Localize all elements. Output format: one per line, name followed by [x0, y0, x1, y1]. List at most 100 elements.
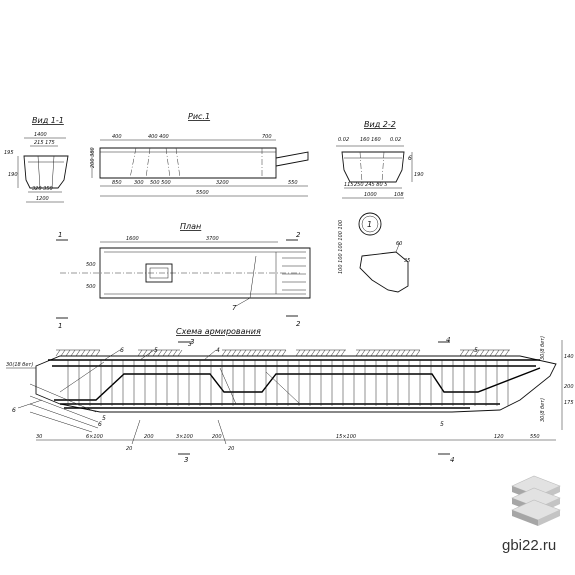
top-hatch — [55, 349, 510, 357]
rebar-dim-0: 30 — [36, 434, 42, 440]
hatch-stroke — [295, 349, 301, 357]
view-1-1-dim-top: 1400 — [34, 132, 47, 138]
detail-1-dim-top: 60 — [396, 241, 402, 247]
hatch-stroke — [276, 349, 282, 357]
hatch-stroke — [335, 349, 341, 357]
hatch-stroke — [315, 349, 321, 357]
rebar-mark-5-bottom-c: 5 — [440, 421, 444, 428]
hatch-stroke — [305, 349, 311, 357]
plan-cut-1-top: 1 — [58, 231, 62, 239]
view-1-1-title: Вид 1-1 — [32, 116, 64, 125]
hatch-stroke — [266, 349, 272, 357]
hatch-stroke — [236, 349, 242, 357]
view-2-2: Вид 2-2 0.02 160 160 0.02 6 190 115 250 … — [336, 120, 424, 199]
hatch-stroke — [499, 349, 505, 357]
plan-view: План 1600 3700 7 500 500 100 100 100 100… — [56, 220, 344, 330]
view-2-2-title: Вид 2-2 — [364, 120, 396, 129]
view-1-1-dim-left: 190 — [8, 172, 18, 178]
view-1-1-dim-sub: 215 175 — [34, 140, 55, 146]
rebar-right-h1: 140 — [564, 354, 574, 360]
hatch-stroke — [355, 349, 361, 357]
hatch-stroke — [385, 349, 391, 357]
hatch-stroke — [246, 349, 252, 357]
rebar-right-h2: 200 — [564, 384, 574, 390]
hatch-stroke — [380, 349, 386, 357]
hatch-stroke — [162, 349, 168, 357]
figure-1-dim-top-b: 400 400 — [148, 134, 169, 140]
hatch-stroke — [271, 349, 277, 357]
view-1-1-dim-bottom-inner: 320 350 — [32, 186, 53, 192]
rebar-mark-5: 5 — [154, 347, 158, 354]
hatch-stroke — [221, 349, 227, 357]
hatch-stroke — [177, 349, 183, 357]
plan-dim-top-b: 3700 — [206, 236, 219, 242]
hatch-stroke — [370, 349, 376, 357]
rebar-dim-5: 15×100 — [336, 434, 356, 440]
hatch-stroke — [172, 349, 178, 357]
hatch-stroke — [137, 349, 143, 357]
figure-1-dim-bot-e: 550 — [288, 180, 298, 186]
rebar-cut-3-bottom: 3 — [184, 456, 188, 464]
hatch-stroke — [410, 349, 416, 357]
view-2-2-dim-bot4: 108 — [394, 192, 404, 198]
hatch-stroke — [474, 349, 480, 357]
figure-1-dim-total: 5500 — [196, 190, 209, 196]
hatch-stroke — [360, 349, 366, 357]
hatch-stroke — [142, 349, 148, 357]
hatch-stroke — [325, 349, 331, 357]
rebar-right-h3: 175 — [564, 400, 574, 406]
figure-1-dim-bot-d: 3200 — [216, 180, 229, 186]
hatch-stroke — [231, 349, 237, 357]
hatch-stroke — [157, 349, 163, 357]
plan-callout: 7 — [232, 304, 237, 312]
rebar-mark-3: 3 — [188, 341, 192, 348]
hatch-stroke — [330, 349, 336, 357]
rebar-dim-mid: 20 — [228, 446, 234, 452]
hatch-stroke — [85, 349, 91, 357]
stacked-slabs-icon — [511, 475, 561, 526]
hatch-stroke — [489, 349, 495, 357]
detail-1-number: 1 — [367, 220, 372, 229]
plan-dim-right: 100 100 100 100 100 — [338, 220, 344, 274]
rebar-cut-4-bottom: 4 — [450, 456, 454, 464]
hatch-stroke — [300, 349, 306, 357]
hatch-stroke — [415, 349, 421, 357]
hatch-stroke — [70, 349, 76, 357]
hatch-stroke — [261, 349, 267, 357]
hatch-stroke — [320, 349, 326, 357]
hatch-stroke — [95, 349, 101, 357]
rebar-mark-5-right: 5 — [474, 347, 478, 354]
plan-dim-top-a: 1600 — [126, 236, 139, 242]
rebar-dim-6: 120 — [494, 434, 504, 440]
hatch-stroke — [494, 349, 500, 357]
hatch-stroke — [75, 349, 81, 357]
hatch-stroke — [390, 349, 396, 357]
hatch-stroke — [167, 349, 173, 357]
hatch-stroke — [464, 349, 470, 357]
hatch-stroke — [459, 349, 465, 357]
view-2-2-mark: 6 — [408, 155, 412, 162]
hatch-stroke — [310, 349, 316, 357]
hatch-stroke — [395, 349, 401, 357]
hatch-stroke — [405, 349, 411, 357]
plan-cut-2-top: 2 — [296, 231, 301, 239]
rebar-mark-6-left: 6 — [12, 407, 16, 414]
detail-1: 1 60 35 — [358, 212, 410, 293]
rebar-dim-2: 200 — [144, 434, 154, 440]
hatch-stroke — [340, 349, 346, 357]
stirrup-set — [67, 360, 509, 406]
plan-cut-1-bottom: 1 — [58, 322, 62, 330]
rebar-cut-3-top: 3 — [190, 338, 194, 346]
hatch-stroke — [55, 349, 61, 357]
watermark: gbi22.ru — [502, 537, 556, 554]
rebar-right-note: 30(8 бет) — [540, 336, 546, 360]
plan-dim-left-a: 500 — [86, 262, 96, 268]
rebar-left-note: 30(18 бет) — [6, 362, 33, 368]
rebar-dim-3: 3×100 — [176, 434, 193, 440]
hatch-stroke — [90, 349, 96, 357]
detail-1-dim-side: 35 — [404, 258, 410, 264]
rebar-scheme: Схема армирования 30(18 бет) 6 30(8 бет)… — [6, 327, 574, 464]
hatch-stroke — [256, 349, 262, 357]
rebar-dim-1: 6×100 — [86, 434, 103, 440]
